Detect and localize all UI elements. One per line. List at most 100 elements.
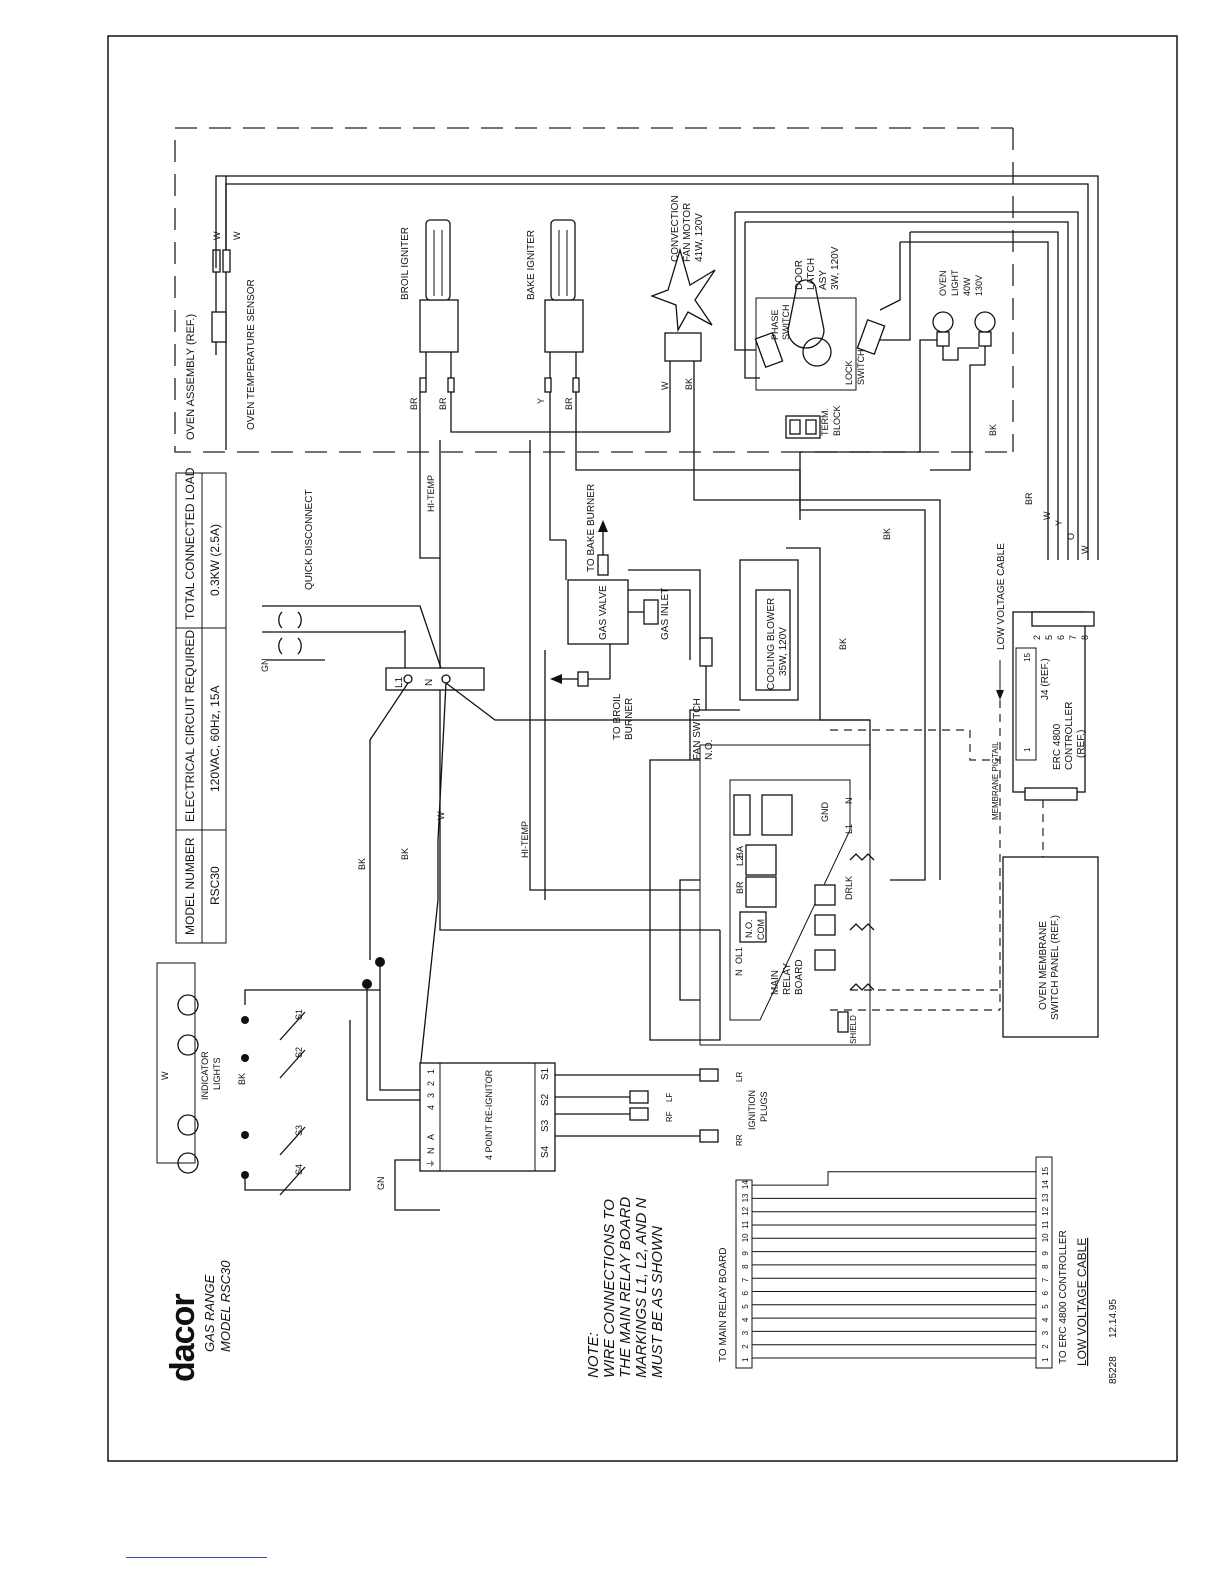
spec-value-model: RSC30 <box>208 866 222 905</box>
footer-link-line[interactable] <box>126 1557 267 1558</box>
cooling-blower: COOLING BLOWER 35W, 120V <box>689 547 870 760</box>
term-block-label: TERM. <box>820 408 830 436</box>
wire-label: W <box>436 811 446 820</box>
wire-label: Y <box>536 398 546 404</box>
reignitor-term: 3 <box>426 1093 436 1098</box>
bake-igniter-label: BAKE IGNITER <box>526 230 537 300</box>
reignitor-term: 2 <box>426 1081 436 1086</box>
wire-label: GN <box>260 659 270 673</box>
term-block-label: BLOCK <box>832 405 842 436</box>
doc-id: 85228 <box>1108 1356 1119 1384</box>
wire-label: BR <box>409 397 419 410</box>
relay-pin: 14 <box>741 1180 750 1189</box>
spec-header-model: MODEL NUMBER <box>183 837 197 935</box>
switch-label: S3 <box>294 1125 304 1136</box>
wire-label: W <box>212 231 222 240</box>
j4-pin-15: 15 <box>1023 653 1032 662</box>
membrane-panel: OVEN MEMBRANE SWITCH PANEL (REF.) <box>1002 800 1099 1038</box>
note-line: WIRE CONNECTIONS TO <box>601 1199 618 1378</box>
hi-temp-label: HI-TEMP <box>520 821 530 858</box>
low-voltage-cable-table: TO MAIN RELAY BOARD 1234567891011121314 … <box>718 1156 1119 1384</box>
dacor-logo: dacor <box>164 1294 202 1382</box>
reignitor-term: ⏚ <box>426 1159 436 1168</box>
relay-pin: 7 <box>741 1277 750 1282</box>
relay-terminal: DRLK <box>844 876 854 900</box>
note-line: THE MAIN RELAY BOARD <box>617 1197 634 1378</box>
doc-date: 12.14.95 <box>1108 1299 1119 1338</box>
relay-pin: 2 <box>741 1344 750 1349</box>
indicator-lights: INDICATOR LIGHTS W BK <box>156 962 247 1174</box>
switch-label: S1 <box>294 1009 304 1020</box>
reignitor-term: S1 <box>540 1067 551 1080</box>
connector-pin: 8 <box>1080 635 1090 640</box>
wire-label: O <box>1066 533 1076 540</box>
connector-pin: 7 <box>1068 635 1078 640</box>
wire-label: BR <box>1024 492 1034 505</box>
terminal-n: N <box>424 679 435 686</box>
note-line: NOTE: <box>585 1332 602 1378</box>
relay-terminal: N.O. <box>744 919 754 938</box>
broil-burner-label: BURNER <box>624 698 635 740</box>
membrane-panel-label: OVEN MEMBRANE <box>1038 921 1049 1010</box>
to-controller-label: TO ERC 4800 CONTROLLER <box>1058 1230 1069 1364</box>
controller-pin: 14 <box>1041 1180 1050 1189</box>
fan-motor-label-2: FAN MOTOR <box>682 203 693 262</box>
wire-label: W <box>232 231 242 240</box>
erc-label: CONTROLLER <box>1064 702 1075 770</box>
oven-light-label: OVEN <box>938 270 948 296</box>
reignitor-term: S4 <box>540 1145 551 1158</box>
controller-pin: 13 <box>1041 1193 1050 1202</box>
wire-label: W <box>1042 511 1052 520</box>
relay-pin: 12 <box>741 1206 750 1215</box>
oven-assembly-label: OVEN ASSEMBLY (REF.) <box>185 314 197 440</box>
plug-label: LR <box>735 1072 744 1082</box>
wire-label: BK <box>400 848 410 860</box>
temp-sensor: OVEN TEMPERATURE SENSOR W W <box>211 176 257 450</box>
controller-pin: 1 <box>1041 1357 1050 1362</box>
switch-label: S2 <box>294 1047 304 1058</box>
spec-header-circuit: ELECTRICAL CIRCUIT REQUIRED <box>183 630 197 822</box>
relay-terminal: COM <box>756 919 766 940</box>
reignitor-label: 4 POINT RE-IGNITOR <box>484 1069 494 1160</box>
j4-pin-1: 1 <box>1023 747 1032 752</box>
controller-pin: 7 <box>1041 1277 1050 1282</box>
switch-label: S4 <box>294 1164 304 1175</box>
quick-disconnect-label: QUICK DISCONNECT <box>304 489 315 590</box>
ignition-plugs-label: IGNITION <box>747 1090 757 1130</box>
relay-pin: 13 <box>741 1193 750 1202</box>
wire-label: W <box>660 381 670 390</box>
controller-pin: 15 <box>1041 1166 1050 1175</box>
to-relay-label: TO MAIN RELAY BOARD <box>718 1248 729 1362</box>
connector-pin: 5 <box>1044 635 1054 640</box>
door-latch-assembly: PHASE SWITCH LOCK SWITCH DOOR LATCH ASY … <box>734 212 911 439</box>
relay-pin: 5 <box>741 1304 750 1309</box>
reignitor-term: N <box>426 1148 436 1155</box>
cable-title: LOW VOLTAGE CABLE <box>1075 1238 1089 1366</box>
note: NOTE: WIRE CONNECTIONS TO THE MAIN RELAY… <box>585 1197 666 1378</box>
reignitor: 4 POINT RE-IGNITOR S1 S2 S3 S4 1 2 3 4 A… <box>394 1062 700 1211</box>
broil-igniter-label: BROIL IGNITER <box>400 227 411 300</box>
wire-label: Y <box>1054 520 1064 526</box>
controller-pin: 10 <box>1041 1233 1050 1242</box>
bake-burner-label: TO BAKE BURNER <box>586 484 597 572</box>
door-latch-label: 3W, 120V <box>830 246 841 290</box>
cable-wire <box>752 1171 1036 1186</box>
relay-terminal: L2 <box>735 856 745 866</box>
controller-pin: 3 <box>1041 1330 1050 1335</box>
page-frame <box>107 35 1178 1462</box>
cooling-blower-label: 35W, 120V <box>778 627 789 676</box>
wire-label: BK <box>882 528 892 540</box>
relay-pin: 6 <box>741 1291 750 1296</box>
main-relay-board: MAIN RELAY BOARD L1 N GND L2 BA BR N.O. … <box>649 744 875 1046</box>
controller-pin: 8 <box>1041 1264 1050 1269</box>
broil-igniter: BROIL IGNITER <box>400 219 459 393</box>
lock-switch-label: LOCK <box>844 360 854 385</box>
relay-terminal: GND <box>820 802 830 823</box>
wire-label: BK <box>988 424 998 436</box>
reignitor-term: S2 <box>540 1093 551 1106</box>
door-latch-label: DOOR <box>794 260 805 290</box>
phase-switch-label: PHASE <box>770 309 780 340</box>
bake-igniter: BAKE IGNITER <box>526 219 584 393</box>
reignitor-term: 1 <box>426 1069 436 1074</box>
wire-label: BR <box>564 397 574 410</box>
